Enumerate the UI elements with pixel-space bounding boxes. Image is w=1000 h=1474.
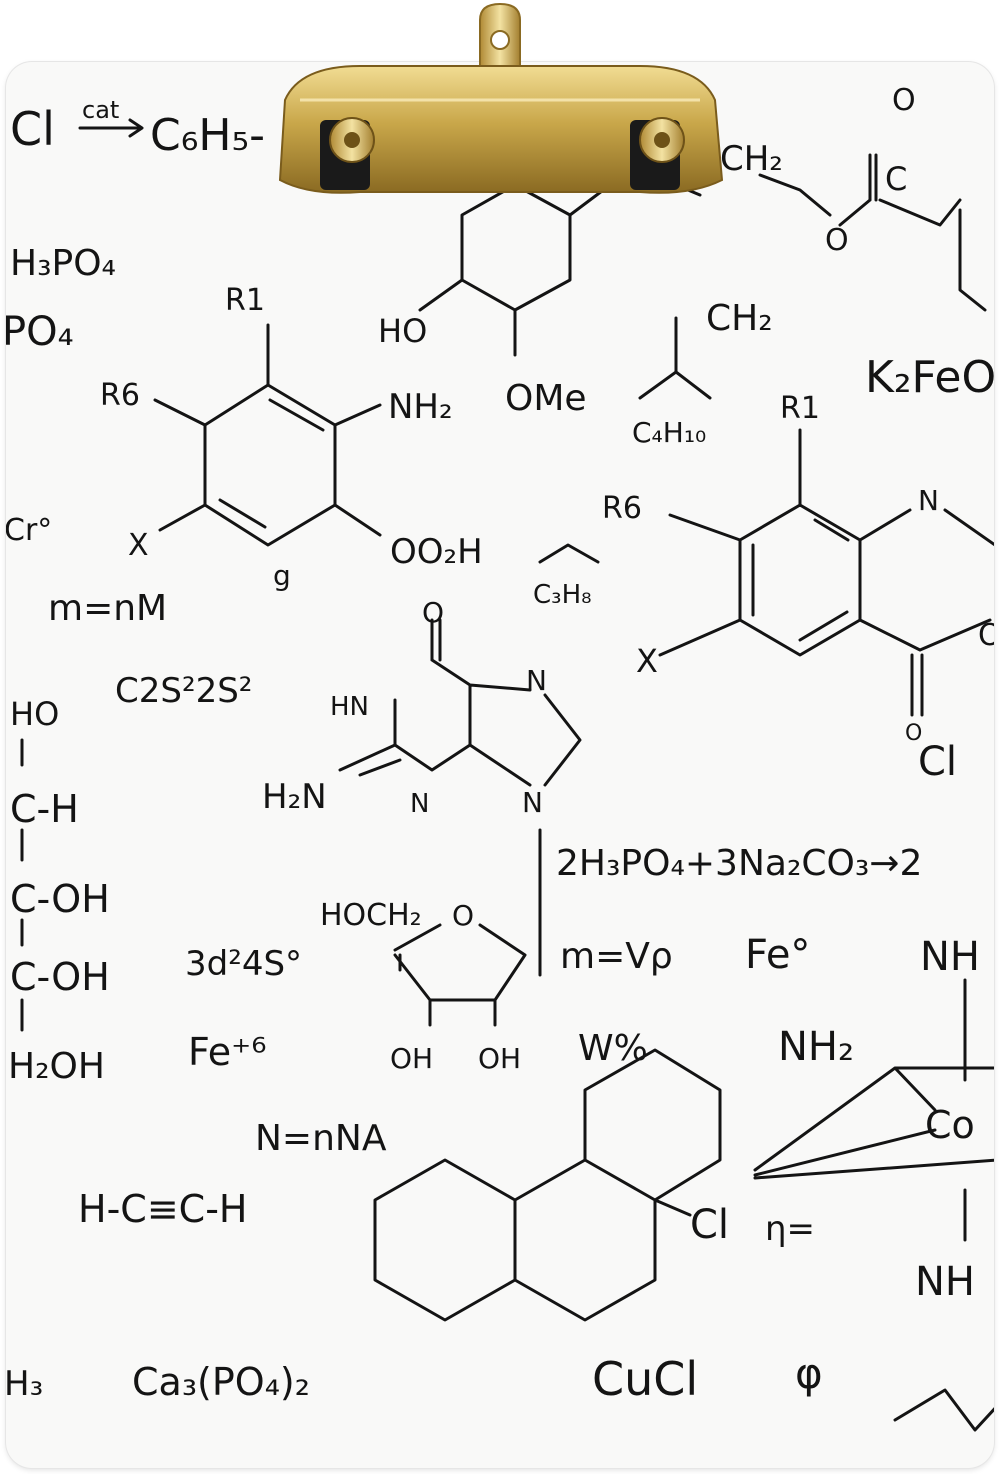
formula-label: W%: [578, 1028, 648, 1069]
formula-label: m=Vρ: [560, 936, 673, 977]
right-ring-bonds: [658, 428, 994, 717]
formula-label: C₄H₁₀: [632, 416, 706, 449]
right-ring-fragment: [958, 208, 987, 312]
formula-label: O: [422, 596, 444, 629]
benzene-ring-left: [203, 383, 337, 547]
formula-label: R6: [602, 491, 642, 526]
formula-label: Ca₃(PO₄)₂: [132, 1360, 310, 1404]
formula-label: C-OH: [10, 877, 110, 921]
formula-label: NH: [915, 1259, 975, 1305]
formula-label: N: [918, 484, 939, 517]
formula-label: X: [128, 528, 149, 563]
right-ring-inner-bonds: [751, 518, 850, 642]
formula-label: CH₂: [706, 298, 773, 339]
formula-label: R1: [780, 391, 820, 426]
isobutane-skeleton: [638, 316, 712, 400]
formula-label: η=: [765, 1209, 815, 1249]
formula-label: CuCl: [592, 1352, 698, 1406]
formula-label: H₂N: [262, 777, 327, 817]
formula-label: Cl: [10, 102, 55, 156]
clipboard-board: Cl cat C₆H₅- H₃PO₄ PO₄ R1 R6 NH₂ HO OMe …: [6, 62, 994, 1468]
formula-label: OO₂H: [390, 532, 483, 572]
formula-label: OH: [390, 1042, 433, 1075]
formula-label: Fe⁺⁶: [188, 1030, 266, 1074]
formula-label: H₂OH: [8, 1046, 105, 1087]
formula-label: H₃: [6, 1364, 43, 1404]
phenanthrene-skeleton: [373, 1048, 722, 1322]
formula-label: Cr°: [6, 513, 52, 548]
formula-label: NH: [920, 934, 980, 980]
ester-bonds: [838, 153, 962, 227]
cobalt-complex: [753, 978, 994, 1242]
hanger-hole: [490, 30, 510, 50]
formula-label: Cl: [918, 739, 957, 785]
formula-label: HO: [10, 695, 59, 733]
formula-label: 3d²4S°: [185, 944, 302, 984]
formula-label: C₆H₅-: [150, 110, 265, 161]
formula-label: cat: [82, 96, 119, 124]
formula-label: OMe: [505, 378, 587, 419]
ring-substituent-bonds: [153, 323, 382, 537]
formula-label: N=nNA: [255, 1118, 387, 1159]
ring-inner-bonds: [218, 398, 325, 529]
formula-label: Cl: [690, 1202, 729, 1248]
formula-label: C2S²2S²: [115, 671, 252, 711]
formula-label: O: [452, 899, 474, 932]
formula-label: 2H₃PO₄+3Na₂CO₃→2: [556, 843, 922, 884]
formula-label: K₂FeO: [865, 352, 994, 403]
formula-label: N: [526, 664, 547, 697]
formula-label: Fe°: [745, 932, 810, 978]
benzene-ring-right: [738, 503, 862, 657]
propane-skeleton: [538, 543, 600, 564]
formula-label: N: [522, 786, 543, 819]
ribose-ring: [393, 828, 542, 1027]
chemistry-pattern: Cl cat C₆H₅- H₃PO₄ PO₄ R1 R6 NH₂ HO OMe …: [6, 83, 994, 1432]
formula-label: C-H: [10, 787, 79, 831]
formula-label: C₃H₈: [533, 580, 592, 610]
formula-label: CH₂: [720, 139, 783, 179]
zigzag-chain: [893, 1388, 994, 1432]
formula-label: HO: [378, 312, 427, 350]
hanger-loop: [479, 2, 521, 70]
top-ring-bonds: [418, 168, 832, 357]
formula-label: O: [825, 223, 849, 258]
formula-label: φ: [795, 1349, 823, 1398]
top-ring: [460, 183, 572, 312]
formula-label: Co: [925, 1103, 975, 1147]
formula-label: R1: [225, 283, 265, 318]
formula-label: PO₄: [6, 309, 74, 355]
formula-label: m=nM: [48, 588, 167, 629]
formula-label: O: [978, 618, 994, 653]
formula-label: NH₂: [778, 1024, 854, 1070]
formula-label: OH: [478, 1042, 521, 1075]
formula-label: O: [892, 83, 916, 118]
formula-label: H-C≡C-H: [78, 1187, 247, 1231]
formula-label: R6: [100, 378, 140, 413]
formula-label: X: [636, 642, 658, 680]
formula-label: NH₂: [388, 387, 453, 427]
formula-label: HOCH₂: [320, 898, 422, 933]
formula-label: HN: [330, 692, 369, 722]
formula-label: N: [410, 789, 429, 819]
formula-label: H₃PO₄: [10, 243, 116, 284]
formula-label: g: [273, 559, 291, 592]
reaction-arrow: [78, 118, 144, 138]
formula-label: C-OH: [10, 955, 110, 999]
formula-label: O: [905, 721, 922, 746]
purine-skeleton: [338, 618, 582, 787]
formula-label: C: [885, 160, 907, 198]
